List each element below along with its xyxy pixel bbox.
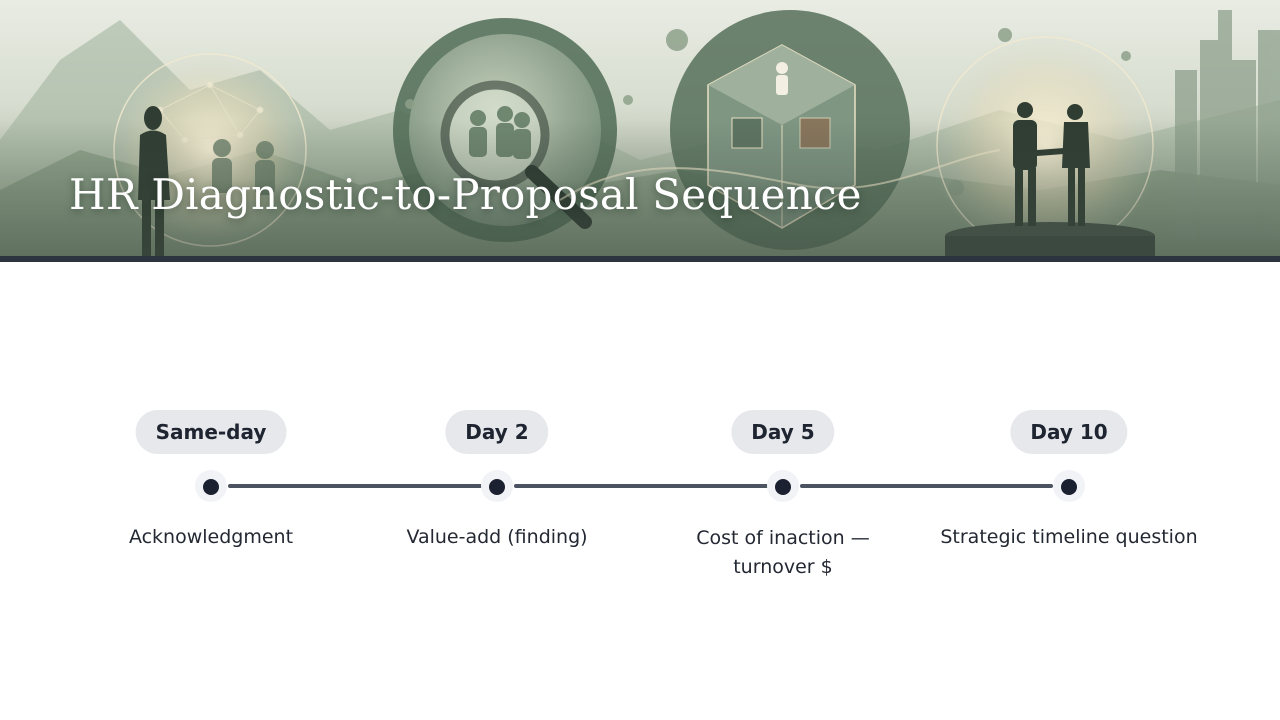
timeline-connector: [228, 484, 482, 488]
step-label: Value-add (finding): [406, 526, 588, 548]
step-label-line: Cost of inaction —: [696, 527, 870, 549]
banner-illustration: [0, 10, 1280, 262]
milestone-dot: [1061, 479, 1077, 495]
slide-title: HR Diagnostic-to-Proposal Sequence: [69, 170, 862, 219]
step-time-badge: Same-day: [135, 410, 287, 454]
step-label: Strategic timeline question: [940, 526, 1198, 548]
step-label: Acknowledgment: [128, 526, 294, 548]
header-banner: HR Diagnostic-to-Proposal Sequence: [0, 0, 1280, 262]
timeline-connector: [514, 484, 768, 488]
timeline-connector: [800, 484, 1053, 488]
banner-divider: [0, 256, 1280, 262]
timeline: Same-day Acknowledgment Day 2 Value-add …: [0, 400, 1280, 600]
milestone-dot: [489, 479, 505, 495]
step-time-badge: Day 10: [1010, 410, 1128, 454]
milestone-dot: [203, 479, 219, 495]
step-label-line: turnover $: [733, 556, 833, 578]
step-time-badge: Day 5: [731, 410, 835, 454]
step-label: Cost of inaction — turnover $: [623, 524, 943, 582]
milestone-dot: [775, 479, 791, 495]
step-time-badge: Day 2: [445, 410, 549, 454]
